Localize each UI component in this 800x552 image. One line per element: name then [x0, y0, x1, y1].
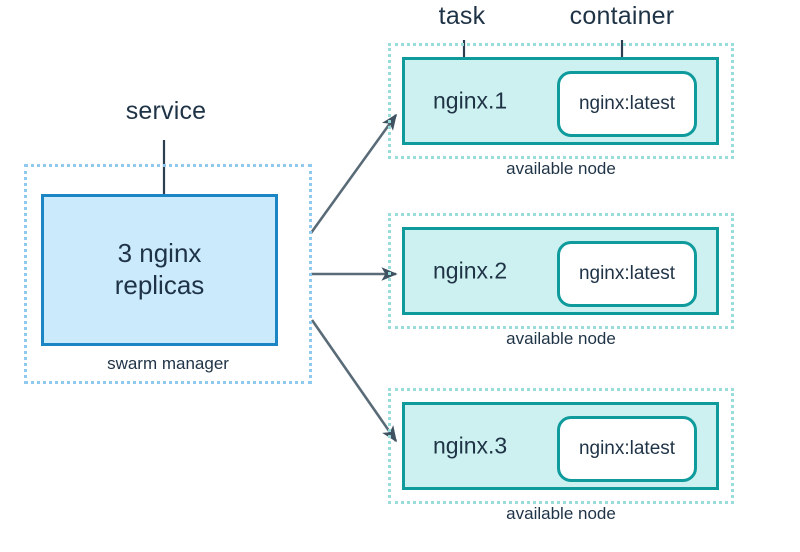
swarm-manager-caption: swarm manager: [107, 354, 229, 373]
service-box-label: 3 nginx replicas: [115, 238, 205, 301]
container-box-1[interactable]: nginx:latest: [557, 71, 697, 137]
container-box-2[interactable]: nginx:latest: [557, 241, 697, 307]
task-label-2: nginx.2: [433, 257, 508, 284]
swarm-manager-group: [24, 164, 312, 384]
available-node-group-2: [388, 213, 734, 329]
service-box[interactable]: 3 nginx replicas: [41, 194, 278, 346]
service-replicas-line-2: replicas: [114, 270, 205, 300]
annotation-service: service: [125, 97, 207, 125]
arrow-service-to-node-3: [310, 319, 398, 443]
arrow-service-to-node-1: [309, 113, 398, 234]
annotation-task: task: [438, 2, 486, 30]
task-label-1: nginx.1: [433, 87, 508, 114]
annotation-container: container: [569, 2, 675, 30]
task-box-3[interactable]: nginx.3 nginx:latest: [402, 402, 719, 490]
available-node-caption-2: available node: [506, 329, 616, 348]
task-box-2[interactable]: nginx.2 nginx:latest: [402, 227, 719, 315]
container-image-label-1: nginx:latest: [578, 93, 676, 114]
available-node-caption-1: available node: [506, 159, 616, 178]
container-image-label-2: nginx:latest: [578, 263, 676, 284]
service-replicas-line-1: 3 nginx: [117, 238, 202, 269]
available-node-caption-3: available node: [506, 504, 616, 523]
container-box-3[interactable]: nginx:latest: [557, 416, 697, 482]
task-label-3: nginx.3: [433, 432, 508, 459]
container-image-label-3: nginx:latest: [578, 438, 676, 459]
task-box-1[interactable]: nginx.1 nginx:latest: [402, 57, 719, 145]
available-node-group-1: [388, 43, 734, 159]
available-node-group-3: [388, 388, 734, 504]
